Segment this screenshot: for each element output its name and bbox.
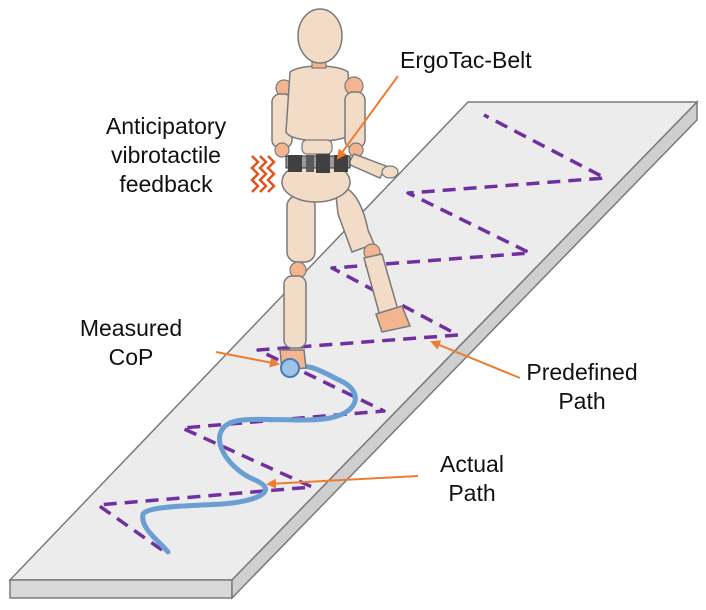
predefined-arrow [430, 340, 521, 379]
feedback-label-line-1: Anticipatory [105, 113, 227, 139]
feedback-label: Anticipatory vibrotactile feedback [96, 112, 236, 199]
cop-arrow [215, 351, 280, 368]
cop-label-line-2: CoP [108, 344, 154, 370]
walking-platform [8, 100, 699, 600]
ergotac-belt [285, 154, 351, 173]
vibration-icon [250, 155, 276, 193]
predefined-path-line [96, 113, 607, 552]
feedback-label-line-3: feedback [119, 171, 213, 197]
platform-side-edge [231, 100, 698, 600]
mannequin-figure [271, 8, 412, 371]
belt-label: ErgoTac-Belt [400, 47, 532, 73]
actual-arrow [266, 475, 419, 489]
belt-arrow [336, 75, 399, 160]
platform-front-edge [9, 579, 233, 599]
cop-label-line-1: Measured [79, 315, 183, 341]
actual-path-line [140, 363, 358, 555]
predefined-label-line-1: Predefined [526, 359, 638, 385]
actual-label-line-2: Path [448, 480, 496, 506]
cop-label: Measured CoP [66, 314, 196, 372]
predefined-label-line-2: Path [558, 388, 606, 414]
predefined-label: Predefined Path [514, 358, 650, 416]
feedback-label-line-2: vibrotactile [111, 142, 221, 168]
actual-label: Actual Path [420, 450, 524, 508]
cop-marker [280, 358, 300, 378]
actual-label-line-1: Actual [440, 451, 504, 477]
